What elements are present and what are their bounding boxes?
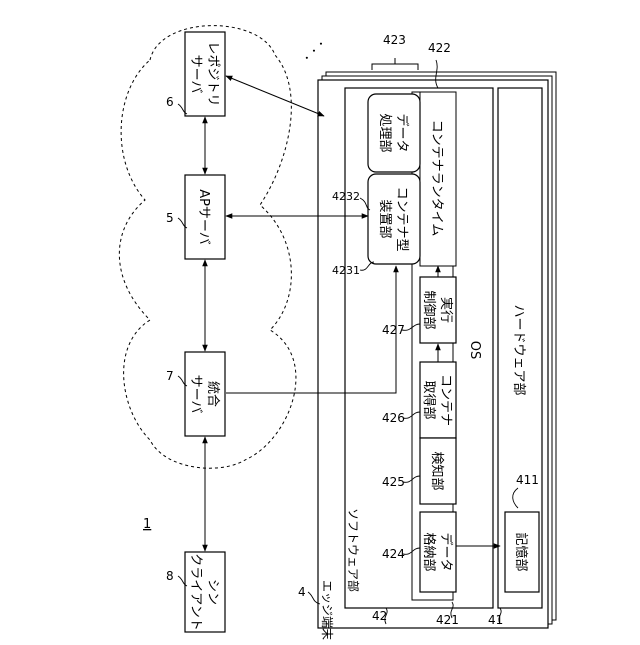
data-storage-label-1: データ (438, 532, 454, 571)
data-processing-label-2: 処理部 (377, 113, 392, 152)
hardware-section-label: ハードウェア部 (511, 304, 526, 395)
software-section-label: ソフトウェア部 (346, 508, 361, 592)
ref-424: 424 (382, 547, 405, 561)
thin-client-label-1: シン (205, 579, 220, 605)
container-device-label-1: コンテナ型 (394, 186, 409, 251)
storage-label: 記憶部 (513, 532, 529, 571)
ref-4232: 4232 (332, 190, 360, 203)
thin-client-label-2: クライアント (188, 553, 203, 630)
execution-control-label-1: 実行 (438, 297, 454, 323)
ref-423: 423 (383, 33, 406, 47)
ref-42: 42 (372, 609, 387, 623)
figure-number: 1 (143, 517, 151, 532)
ref-5: 5 (166, 211, 174, 225)
data-storage-label-2: 格納部 (421, 532, 437, 571)
container-acquisition-label-1: コンテナ (438, 374, 453, 426)
container-acquisition-label-2: 取得部 (421, 380, 437, 419)
container-runtime-label: コンテナランタイム (429, 120, 444, 237)
ref-7: 7 (166, 369, 174, 383)
ref-41: 41 (488, 613, 503, 627)
integrated-server-label-2: サーバ (188, 375, 203, 414)
ref-6: 6 (166, 95, 174, 109)
ref-411: 411 (516, 473, 539, 487)
group-bracket-423 (372, 64, 418, 70)
ref-426: 426 (382, 411, 405, 425)
data-processing-unit (368, 94, 420, 172)
ref-4: 4 (298, 585, 306, 599)
execution-control-label-2: 制御部 (421, 290, 436, 329)
ref-427: 427 (382, 323, 405, 337)
data-processing-label-1: データ (394, 113, 410, 152)
edge-terminal-label: エッジ端末 (320, 580, 334, 640)
integrated-server-label-1: 統合 (205, 381, 220, 407)
detection-label: 検知部 (429, 451, 445, 490)
container-device-label-2: 装置部 (377, 199, 392, 238)
repository-server-label-1: レポジトリ (205, 41, 220, 106)
ap-server-label: APサーバ (196, 189, 211, 245)
ref-425: 425 (382, 475, 405, 489)
ref-422: 422 (428, 41, 451, 55)
ref-8: 8 (166, 569, 174, 583)
link-repository-edge (226, 76, 324, 116)
repository-server-label-2: サーバ (188, 55, 203, 94)
ref-421: 421 (436, 613, 459, 627)
os-label: OS (467, 341, 482, 359)
edge-terminal-ellipsis: ・・・ (300, 37, 329, 66)
container-device (368, 174, 420, 264)
ref-4231: 4231 (332, 264, 360, 277)
